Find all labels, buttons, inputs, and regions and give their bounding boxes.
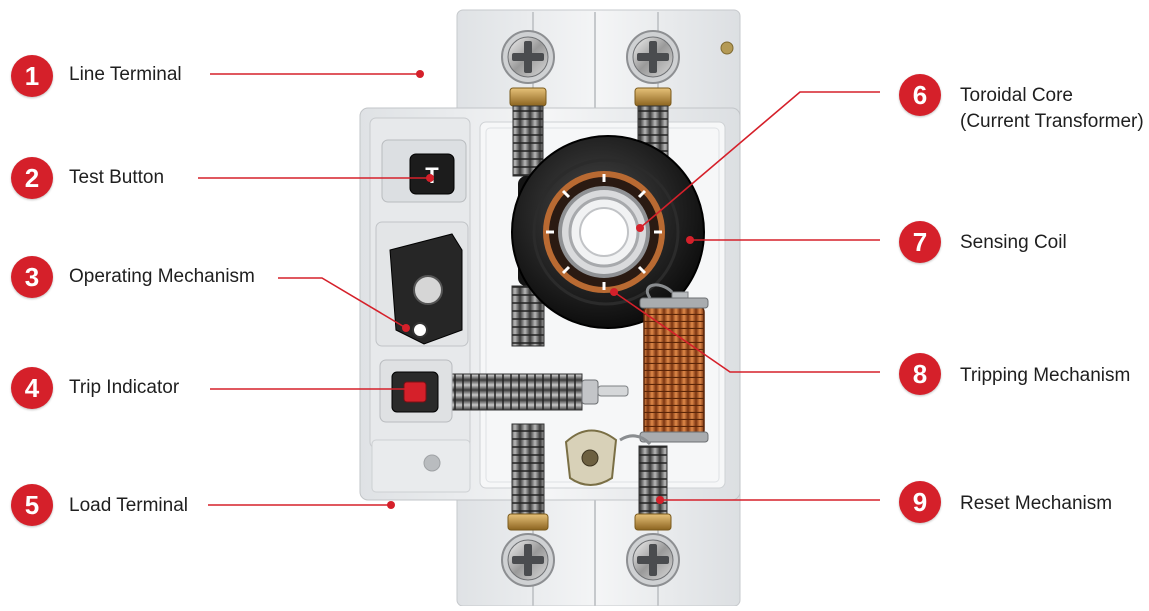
leader-dot-9: [656, 496, 664, 504]
callout-label-line-terminal: Line Terminal: [69, 64, 182, 85]
screw-icon: [501, 533, 555, 587]
leader-line-6: [639, 91, 880, 229]
toroidal-core: [511, 135, 705, 329]
callout-label-operating-mechanism: Operating Mechanism: [69, 266, 255, 287]
test-button[interactable]: T: [381, 139, 467, 203]
callout-label-sensing-coil: Sensing Coil: [960, 232, 1067, 253]
callout-label-toroidal-core: Toroidal Core: [960, 85, 1073, 106]
leader-dot-8: [610, 288, 618, 296]
screw-icon: [626, 30, 680, 84]
screw-icon: [626, 533, 680, 587]
callout-badge-6: 6: [899, 74, 941, 116]
trip-solenoid: [639, 283, 709, 443]
leader-dot-1: [416, 70, 424, 78]
callout-label-load-terminal: Load Terminal: [69, 495, 189, 516]
callout-badge-9: 9: [899, 481, 941, 523]
reset-latch: [564, 429, 652, 486]
leader-dot-2: [426, 174, 434, 182]
leader-line-3: [278, 277, 407, 329]
screw-icon: [501, 30, 555, 84]
callout-badge-3: 3: [11, 256, 53, 298]
callout-badge-2: 2: [11, 157, 53, 199]
leader-dot-7: [686, 236, 694, 244]
callout-label-tripping-mechanism: Tripping Mechanism: [960, 365, 1131, 386]
terminal-screws: [501, 30, 680, 587]
leader-dot-5: [387, 501, 395, 509]
callout-badge-7: 7: [899, 221, 941, 263]
leader-dot-6: [636, 224, 644, 232]
leader-dot-3: [402, 324, 410, 332]
operating-mechanism: [375, 221, 469, 347]
leader-dot-4: [410, 385, 418, 393]
callout-badge-5: 5: [11, 484, 53, 526]
leader-line-8: [613, 291, 880, 373]
callout-label-trip-indicator: Trip Indicator: [69, 377, 180, 398]
callout-label-current-transformer: (Current Transformer): [960, 111, 1144, 132]
callout-label-test-button: Test Button: [69, 167, 165, 188]
callout-badge-1: 1: [11, 55, 53, 97]
callout-badge-8: 8: [899, 353, 941, 395]
callout-label-reset-mechanism: Reset Mechanism: [960, 493, 1113, 514]
callout-badge-4: 4: [11, 367, 53, 409]
